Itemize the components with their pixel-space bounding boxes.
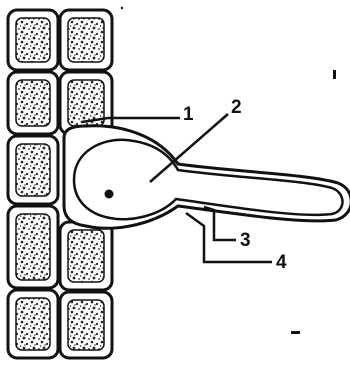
cytoplasm [68, 300, 104, 350]
nucleus [105, 190, 114, 199]
speck-mark [291, 331, 300, 334]
label-3: 3 [240, 231, 251, 250]
label-4: 4 [276, 253, 287, 272]
cytoplasm [16, 18, 50, 62]
label-1: 1 [183, 105, 194, 124]
cytoplasm [16, 80, 50, 126]
leader-line-4 [186, 213, 272, 262]
speck-mark [121, 7, 123, 9]
cytoplasm [68, 18, 104, 62]
cytoplasm [16, 214, 50, 280]
cytoplasm [16, 144, 50, 196]
label-2: 2 [231, 98, 242, 117]
cytoplasm [16, 298, 50, 350]
cytoplasm [68, 230, 104, 282]
speck-mark [333, 70, 336, 79]
